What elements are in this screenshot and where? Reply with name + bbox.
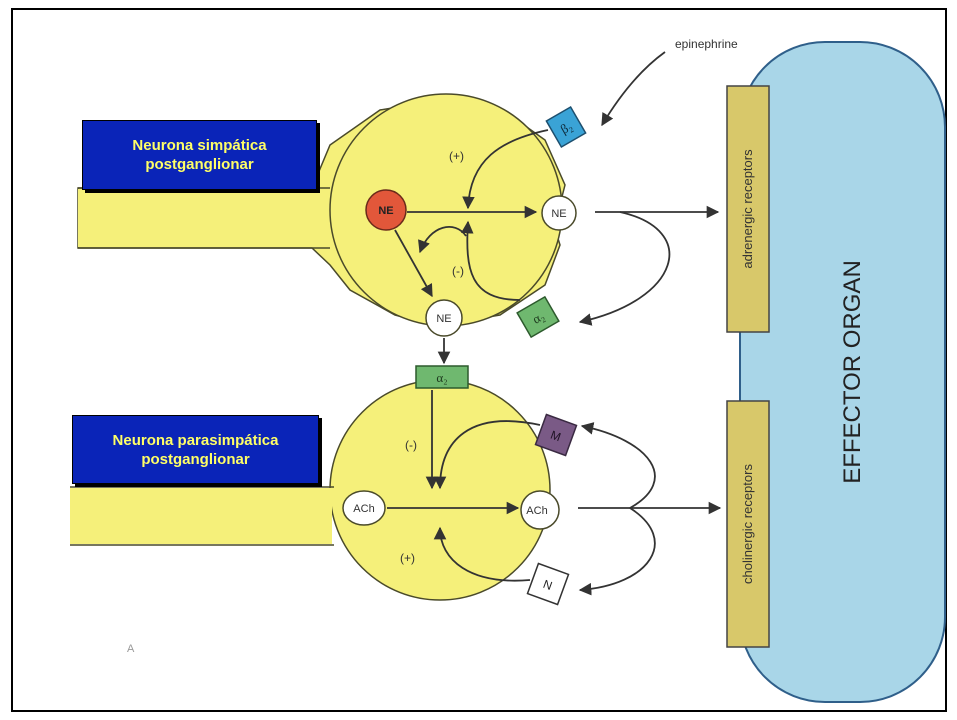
adrenergic-receptor-strip: [726, 85, 770, 333]
nicotinic-receptor: N: [526, 562, 570, 606]
plus-top-sign: (+): [449, 149, 464, 163]
muscarinic-receptor: M: [534, 413, 578, 457]
ne-source-vesicle: [365, 189, 407, 231]
ne-lower-site: [425, 299, 463, 337]
sympathetic-label-line2: postganglionar: [145, 156, 254, 173]
parasympathetic-label-line2: postganglionar: [141, 450, 250, 468]
ne-lower-label: NE: [436, 313, 451, 325]
figure-corner-mark: A: [127, 643, 135, 655]
sympathetic-arrows: [394, 51, 720, 365]
sympathetic-label-line1: Neurona simpática: [132, 137, 267, 154]
cholinergic-receptor-strip: [726, 400, 770, 648]
effector-organ-label: EFFECTOR ORGAN: [839, 260, 866, 484]
parasympathetic-arrows: [387, 390, 722, 596]
ach-release-site: [520, 490, 560, 530]
parasympathetic-axon: [70, 488, 332, 544]
beta2-receptor: β₂: [545, 105, 587, 149]
plus-bottom-sign: (+): [400, 551, 415, 565]
ach-source-label: ACh: [353, 503, 374, 515]
alpha2-bottom-label: α₂: [436, 370, 447, 385]
parasympathetic-label-line1: Neurona parasimpática: [112, 431, 279, 449]
ach-release-label: ACh: [526, 505, 547, 517]
m-receptor-label: M: [549, 428, 563, 445]
sympathetic-neuron-label: Neurona simpática postganglionar: [82, 120, 317, 190]
alpha2-presynaptic-receptor: α₂: [516, 295, 560, 339]
minus-bottom-sign: (-): [405, 438, 417, 452]
effector-organ-body: [739, 41, 946, 703]
sympathetic-terminal: [329, 93, 563, 327]
minus-top-sign: (-): [452, 264, 464, 278]
parasympathetic-terminal: [329, 379, 551, 601]
ne-release-site: [541, 195, 577, 231]
alpha2-heteroreceptor: [415, 365, 469, 389]
parasympathetic-neuron-label: Neurona parasimpática postganglionar: [72, 415, 319, 484]
epinephrine-label: epinephrine: [675, 37, 738, 51]
ach-source-vesicle: [342, 490, 386, 526]
ne-source-label: NE: [378, 205, 393, 217]
sympathetic-axon: [78, 189, 328, 247]
adrenergic-receptors-label: adrenergic receptors: [740, 149, 755, 269]
ne-release-label: NE: [551, 208, 566, 220]
cholinergic-receptors-label: cholinergic receptors: [740, 464, 755, 584]
